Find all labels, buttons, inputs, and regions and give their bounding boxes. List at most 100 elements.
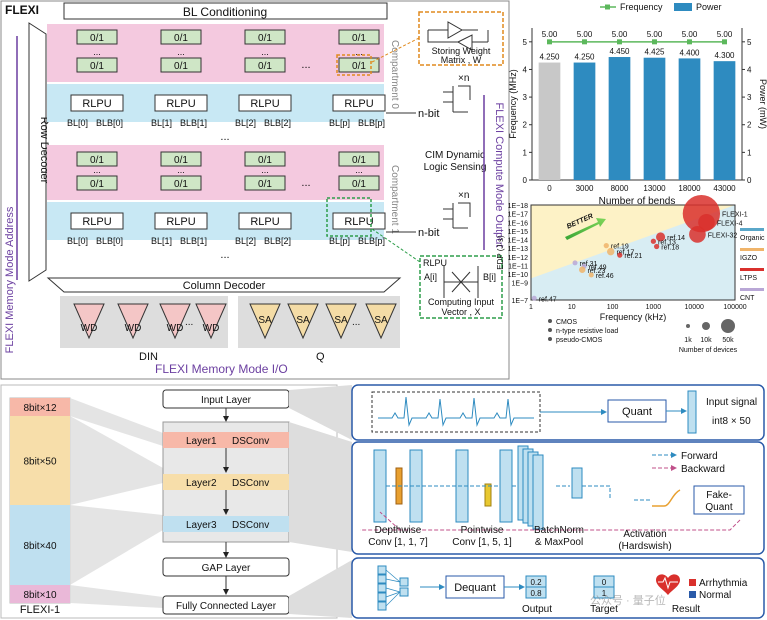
blb-label: BLB[0] [96, 236, 123, 246]
edp-y-axis-title: EDP (J·s) [496, 235, 505, 270]
edp-y-tick-label: 1E−17 [508, 212, 529, 219]
edp-y-tick-label: 1E−12 [508, 255, 529, 262]
sense-amp-label: SA [374, 315, 388, 326]
bl-conditioning-bar [63, 2, 388, 20]
layer2-dsconv: DSConv [232, 478, 269, 489]
power-data-label: 4.250 [539, 53, 560, 62]
bit-cell [76, 151, 118, 167]
bar-y2-tick-label: 4 [747, 65, 752, 74]
rlpu-block [332, 212, 386, 230]
fakequant-label-2: Quant [705, 502, 732, 513]
dequant-label: Dequant [454, 582, 496, 594]
rlpu-label: RLPU [344, 216, 373, 228]
edp-type-label: pseudo-CMOS [556, 337, 603, 344]
weight-callout-line [371, 37, 420, 63]
output-value-1: 0.2 [530, 578, 542, 587]
power-data-label: 4.400 [679, 48, 700, 57]
funnel-shade-2 [70, 416, 163, 505]
bar-x-tick-label: 8000 [611, 184, 629, 193]
power-data-label: 4.450 [609, 47, 630, 56]
row-ellipsis: ... [261, 165, 269, 175]
sense-amp [365, 303, 397, 340]
rlpu-label: RLPU [250, 216, 279, 228]
edp-y-tick-label: 1E−9 [511, 281, 528, 288]
rlpu-detail-label: RLPU [423, 258, 447, 268]
bl-label: BL[1] [151, 236, 172, 246]
edp-point [588, 272, 594, 278]
sram-cell-diagram [427, 21, 489, 51]
bit-cell [76, 175, 118, 191]
bit-cell [244, 29, 286, 45]
hardswish-curve [652, 489, 681, 507]
normal-label: Normal [699, 590, 731, 601]
legend-frequency-marker [605, 4, 610, 10]
bit-cell-label: 0/1 [90, 179, 104, 190]
dsconv-panel [351, 441, 765, 555]
row-decoder-block [28, 22, 47, 282]
bit-cell [160, 175, 202, 191]
edp-group-label: CNT [740, 295, 755, 302]
array-ellipsis: ... [220, 131, 229, 143]
wd-ellipsis: ... [185, 317, 193, 328]
frequency-data-label: 5.00 [542, 30, 558, 39]
bar-y2-axis-title: Power (mW) [758, 79, 767, 129]
edp-size-label: 50k [722, 337, 734, 344]
output-caption: Output [522, 604, 552, 615]
bar-y2-tick-label: 2 [747, 121, 752, 130]
highlighted-rlpu [326, 197, 372, 237]
edp-y-tick-label: 1E−16 [508, 220, 529, 227]
blb-label: BLB[2] [264, 236, 291, 246]
edp-point-label: ref.14 [667, 235, 685, 242]
transistor-stack-2 [443, 202, 471, 229]
layer1-dsconv: DSConv [232, 436, 269, 447]
input-signal-label: Input signal [706, 397, 757, 408]
rlpu-label: RLPU [82, 216, 111, 228]
edp-group-swatch [740, 288, 764, 291]
edp-point [578, 266, 586, 274]
power-bar [608, 57, 631, 180]
bl-label: BL[0] [67, 118, 88, 128]
frequency-data-label: 5.00 [717, 30, 733, 39]
row-ellipsis: ... [355, 47, 363, 57]
output-value-2: 0.8 [530, 589, 542, 598]
edp-group-swatch [740, 248, 764, 251]
edp-point [603, 242, 609, 249]
write-driver-label: WD [81, 323, 98, 334]
bi-label: B[i] [483, 272, 496, 282]
edp-point [650, 238, 657, 244]
write-driver-label: WD [125, 323, 142, 334]
watermark: 公众号 · 量子位 [590, 593, 666, 607]
bit-cell-label: 0/1 [352, 33, 366, 44]
frequency-point [652, 39, 657, 45]
input-signal-bar [687, 390, 697, 434]
fakequant-box [693, 485, 745, 515]
memory-address-label: FLEXI Memory Mode Address [4, 206, 16, 353]
xn-label-2: ×n [458, 190, 469, 201]
ai-label: A[i] [424, 272, 437, 282]
bit-cell [338, 175, 380, 191]
edp-y-tick-label: 1E−13 [508, 246, 529, 253]
edp-size-marker [702, 322, 710, 330]
dequant-panel [351, 557, 765, 619]
blb-label: BLB[2] [264, 118, 291, 128]
column-decoder-label: Column Decoder [183, 280, 266, 292]
bl-label: BL[2] [235, 118, 256, 128]
sense-amp-label: SA [258, 315, 272, 326]
funnel-shade-4 [70, 585, 163, 608]
pointwise-tensor-b [499, 449, 513, 523]
edp-point-label: ref.46 [596, 273, 614, 280]
pointwise-kernel [484, 483, 492, 507]
edp-y-tick-label: 1E−7 [511, 298, 528, 305]
pointwise-label-2: Conv [1, 5, 1] [452, 537, 512, 548]
bar-x-tick-label: 18000 [678, 184, 701, 193]
bitcell-array: 0/10/1RLPUBL[0]BLB[0]...0/10/1RLPUBL[1]B… [67, 29, 386, 261]
funnel-shade-1 [70, 398, 163, 446]
memory-bar-label: FLEXI-1 [20, 604, 60, 616]
column-ellipsis: ... [301, 59, 310, 71]
bn-label-1: BatchNorm [534, 525, 584, 536]
array-ellipsis: ... [220, 249, 229, 261]
edp-point [698, 213, 715, 231]
bar-y-tick-label: 5 [523, 38, 528, 47]
row-ellipsis: ... [355, 165, 363, 175]
sense-amp [325, 303, 357, 340]
